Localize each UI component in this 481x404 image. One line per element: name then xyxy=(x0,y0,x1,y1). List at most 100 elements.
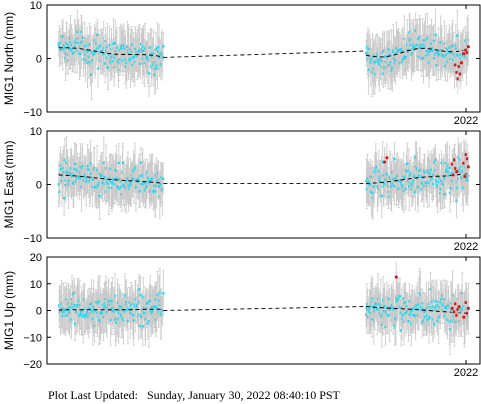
data-point xyxy=(451,294,454,297)
data-point xyxy=(103,302,106,305)
data-point xyxy=(423,315,427,319)
data-point xyxy=(431,318,434,321)
data-point xyxy=(119,306,122,309)
data-point xyxy=(125,61,128,65)
data-point xyxy=(129,181,132,184)
data-point xyxy=(74,162,77,166)
data-point xyxy=(95,47,99,51)
data-point xyxy=(91,59,94,62)
recent-data-point xyxy=(452,310,456,314)
data-point xyxy=(155,305,158,308)
data-point xyxy=(137,288,141,291)
data-point xyxy=(449,57,452,60)
data-point xyxy=(397,187,400,190)
data-point xyxy=(381,313,384,316)
y-tick-label: −20 xyxy=(23,359,42,371)
data-point xyxy=(143,47,147,50)
data-point xyxy=(80,185,83,188)
data-point xyxy=(111,60,115,63)
data-point xyxy=(79,314,82,317)
data-point xyxy=(78,177,81,180)
data-point xyxy=(400,180,403,184)
data-point xyxy=(85,49,88,52)
y-axis-label: MIG1 North (mm) xyxy=(2,12,16,105)
data-point xyxy=(129,59,132,63)
data-point xyxy=(57,42,60,45)
data-point xyxy=(67,307,70,310)
data-point xyxy=(95,311,99,314)
data-point xyxy=(106,304,110,307)
data-point xyxy=(104,167,108,170)
trend-line xyxy=(58,174,164,184)
data-point xyxy=(147,319,151,323)
data-point xyxy=(98,318,101,321)
trend-line xyxy=(365,47,469,58)
data-point xyxy=(80,312,83,315)
data-point xyxy=(411,47,415,50)
data-point xyxy=(377,308,380,311)
data-point xyxy=(459,308,463,311)
data-point xyxy=(402,320,406,324)
data-point xyxy=(392,177,395,181)
data-point xyxy=(120,44,124,48)
data-point xyxy=(121,317,124,320)
data-point xyxy=(128,301,131,304)
y-tick-label: 0 xyxy=(36,54,42,66)
data-point xyxy=(112,306,115,310)
data-point xyxy=(399,178,402,182)
data-point xyxy=(431,305,435,308)
data-point xyxy=(412,179,415,182)
data-point xyxy=(399,329,403,332)
data-point xyxy=(456,186,459,190)
recent-data-point xyxy=(459,61,463,65)
data-point xyxy=(429,306,433,309)
data-point xyxy=(422,319,425,322)
data-point xyxy=(419,175,423,178)
data-point xyxy=(65,170,69,173)
plot-area xyxy=(57,135,470,220)
data-point xyxy=(432,39,436,43)
data-point xyxy=(403,312,407,315)
data-point xyxy=(434,33,437,37)
data-point xyxy=(158,56,161,59)
data-point xyxy=(155,180,159,183)
data-point xyxy=(419,305,423,308)
data-point xyxy=(366,52,370,55)
data-point xyxy=(384,325,387,329)
data-point xyxy=(84,180,88,183)
data-point xyxy=(422,57,425,60)
data-point xyxy=(134,298,137,301)
data-point xyxy=(416,314,420,317)
data-point xyxy=(148,190,152,193)
data-point xyxy=(426,318,429,322)
data-point xyxy=(450,179,454,182)
data-point xyxy=(101,180,105,184)
data-point xyxy=(155,64,158,67)
data-point xyxy=(87,307,91,310)
data-point xyxy=(402,189,406,193)
data-point xyxy=(448,327,452,331)
data-point xyxy=(121,47,124,50)
data-point xyxy=(130,183,133,186)
data-point xyxy=(447,174,451,177)
data-point xyxy=(108,178,112,182)
data-point xyxy=(118,48,121,52)
data-point xyxy=(391,66,394,70)
data-point xyxy=(422,176,425,179)
data-point xyxy=(377,169,381,173)
trend-line xyxy=(365,173,469,184)
data-point xyxy=(116,301,120,304)
data-point xyxy=(110,180,113,184)
data-point xyxy=(116,184,119,188)
data-point xyxy=(115,53,118,56)
data-point xyxy=(435,180,438,183)
data-point xyxy=(378,180,381,183)
data-point xyxy=(135,54,138,58)
data-point xyxy=(87,315,90,318)
data-point xyxy=(378,63,381,66)
data-point xyxy=(73,304,76,307)
data-point xyxy=(373,72,377,76)
data-point xyxy=(131,177,134,180)
data-point xyxy=(63,48,66,51)
